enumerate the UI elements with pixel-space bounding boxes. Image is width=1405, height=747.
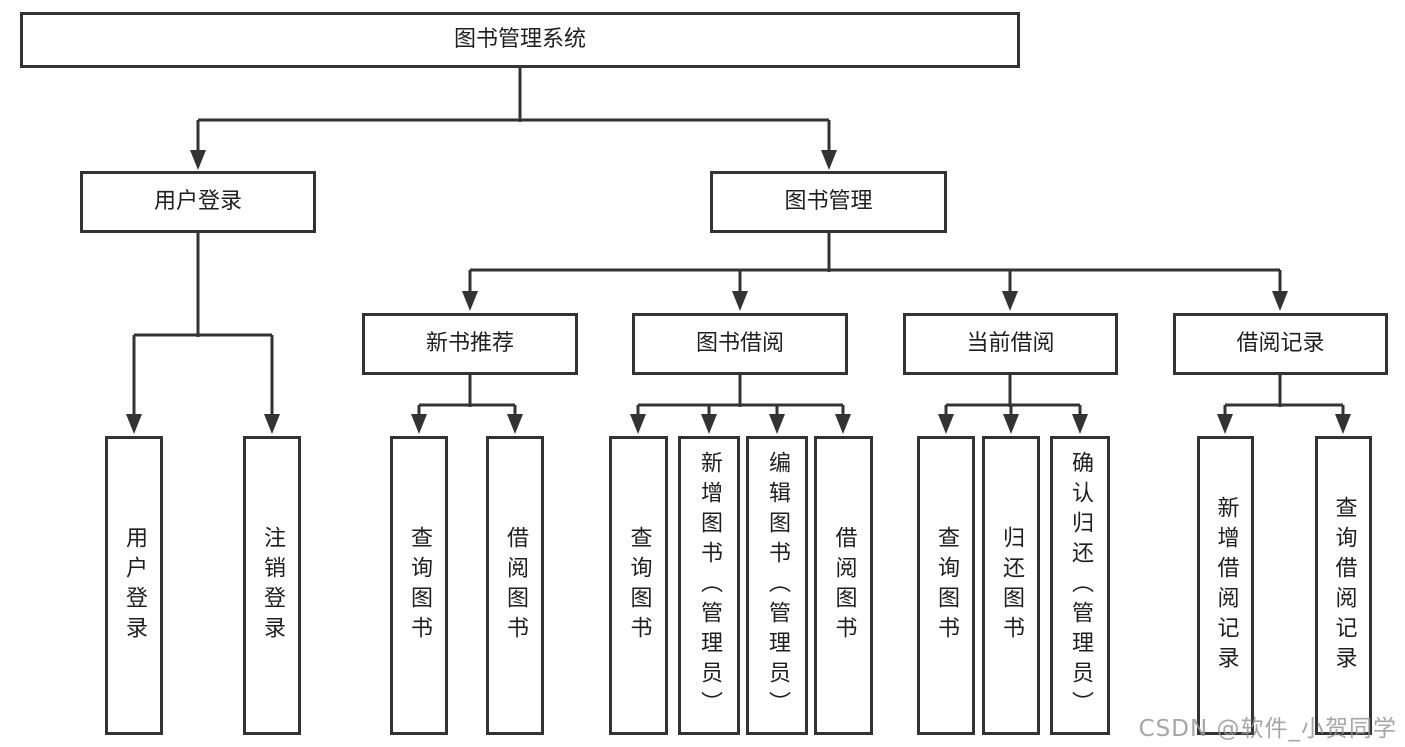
leaf-logout-login-label: 注销登录 <box>260 525 285 646</box>
leaf-add-books-admin-label: 新增图书（管理员） <box>697 450 722 721</box>
node-current-borrowing: 当前借阅 <box>903 313 1118 375</box>
leaf-query-borrow-record: 查询借阅记录 <box>1315 436 1372 735</box>
csdn-watermark: CSDN @软件_小贺同学 <box>1138 716 1397 742</box>
leaf-query-books-borrowing: 查询图书 <box>609 436 668 735</box>
node-new-book-recommend: 新书推荐 <box>362 313 578 375</box>
leaf-confirm-return-admin: 确认归还（管理员） <box>1050 436 1110 735</box>
node-user-login-branch: 用户登录 <box>80 171 316 233</box>
node-book-borrowing-label: 图书借阅 <box>695 331 784 356</box>
leaf-borrow-books-recommend: 借阅图书 <box>486 436 544 735</box>
leaf-user-login-label: 用户登录 <box>122 525 147 646</box>
leaf-query-books-current-label: 查询图书 <box>934 525 959 646</box>
leaf-edit-books-admin-label: 编辑图书（管理员） <box>765 450 790 721</box>
leaf-add-books-admin: 新增图书（管理员） <box>678 436 740 735</box>
node-new-book-recommend-label: 新书推荐 <box>425 331 514 356</box>
node-library-system-label: 图书管理系统 <box>453 27 586 52</box>
leaf-add-borrow-record-label: 新增借阅记录 <box>1213 495 1239 676</box>
leaf-query-books-borrowing-label: 查询图书 <box>626 525 652 646</box>
leaf-edit-books-admin: 编辑图书（管理员） <box>746 436 808 735</box>
leaf-borrow-books-label: 借阅图书 <box>831 525 857 646</box>
node-borrow-records: 借阅记录 <box>1173 313 1388 375</box>
connector-path <box>132 68 1345 416</box>
node-book-management: 图书管理 <box>710 171 947 233</box>
node-book-borrowing: 图书借阅 <box>632 313 848 375</box>
leaf-return-books-label: 归还图书 <box>999 525 1024 646</box>
leaf-user-login: 用户登录 <box>105 436 163 735</box>
node-user-login-label: 用户登录 <box>153 189 242 214</box>
leaf-add-borrow-record: 新增借阅记录 <box>1197 436 1254 735</box>
leaf-borrow-books-recommend-label: 借阅图书 <box>503 525 528 646</box>
arrowheads <box>126 150 1351 434</box>
leaf-query-books-recommend-label: 查询图书 <box>407 525 432 646</box>
node-borrow-records-label: 借阅记录 <box>1236 331 1325 356</box>
leaf-query-books-recommend: 查询图书 <box>390 436 448 735</box>
leaf-logout-login: 注销登录 <box>243 436 301 735</box>
node-current-borrowing-label: 当前借阅 <box>966 331 1055 356</box>
leaf-confirm-return-admin-label: 确认归还（管理员） <box>1068 450 1093 721</box>
leaf-borrow-books: 借阅图书 <box>814 436 873 735</box>
node-library-system: 图书管理系统 <box>20 12 1020 68</box>
leaf-query-borrow-record-label: 查询借阅记录 <box>1331 495 1357 676</box>
leaf-return-books: 归还图书 <box>982 436 1040 735</box>
leaf-query-books-current: 查询图书 <box>917 436 975 735</box>
node-book-management-label: 图书管理 <box>784 189 873 214</box>
